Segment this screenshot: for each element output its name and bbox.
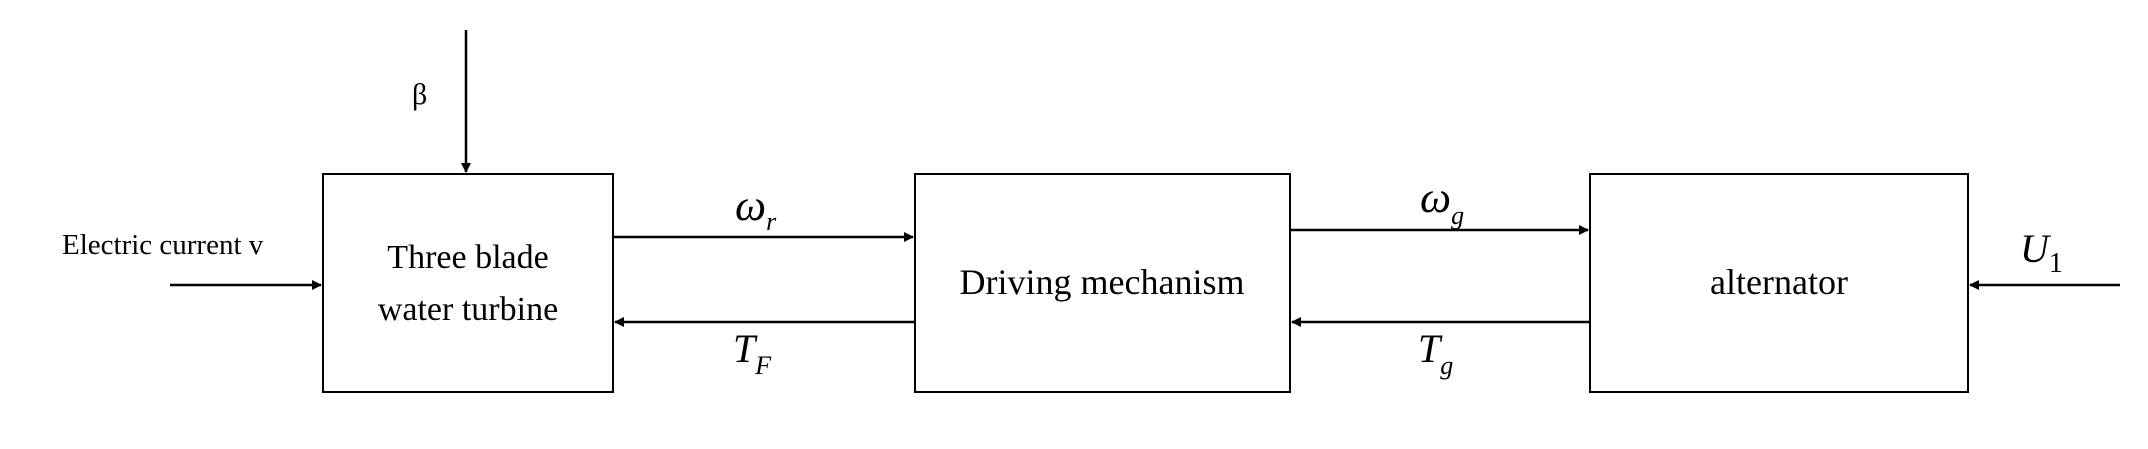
omega-g-sub: g — [1451, 201, 1464, 230]
u1-sub: 1 — [2049, 248, 2063, 279]
omega-g-label: ωg — [1420, 173, 1464, 230]
t-g-base: T — [1418, 326, 1443, 371]
turbine-block — [322, 173, 614, 393]
driving-mechanism-block — [914, 173, 1291, 393]
t-f-base: T — [733, 326, 758, 371]
omega-r-sub: r — [766, 207, 777, 236]
u1-base: U — [2020, 226, 2052, 271]
omega-r-label: ωr — [735, 181, 777, 236]
t-f-sub: F — [754, 351, 772, 380]
alternator-label: alternator — [1710, 262, 1848, 302]
t-g-label: Tg — [1418, 326, 1453, 380]
omega-g-base: ω — [1420, 173, 1451, 222]
t-f-label: TF — [733, 326, 772, 380]
turbine-label-line1: Three blade — [387, 239, 548, 276]
u1-label: U1 — [2020, 226, 2063, 279]
driving-mechanism-label: Driving mechanism — [960, 262, 1245, 302]
t-g-sub: g — [1440, 351, 1453, 380]
beta-label: β — [412, 78, 427, 111]
alternator-block — [1589, 173, 1969, 393]
omega-r-base: ω — [735, 181, 766, 230]
turbine-label-line2: water turbine — [378, 291, 558, 328]
electric-current-label: Electric current v — [62, 229, 264, 261]
